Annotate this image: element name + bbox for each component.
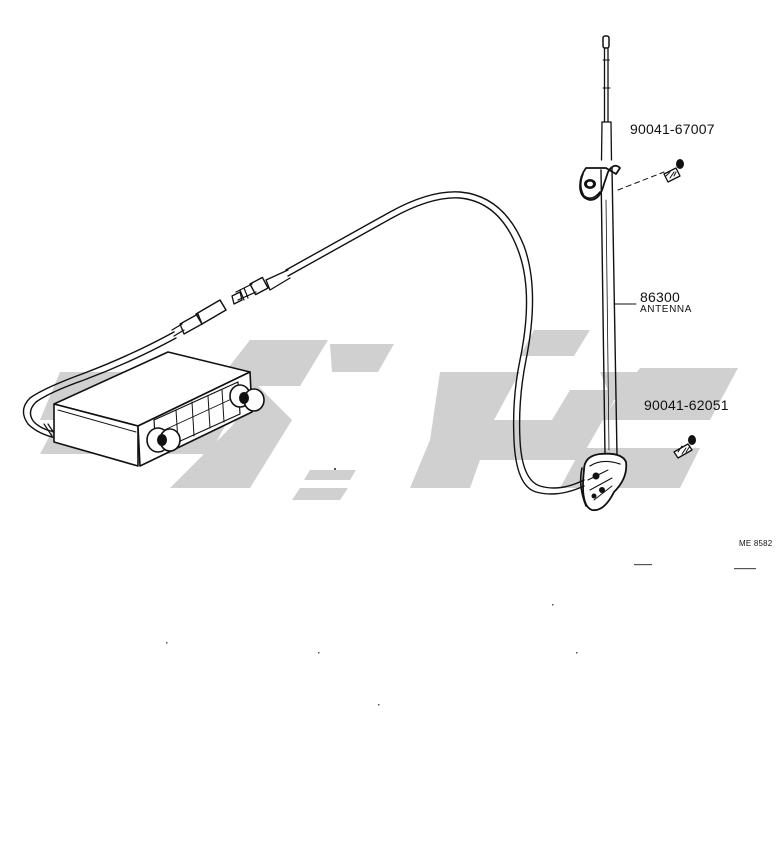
screw-icon	[617, 159, 684, 191]
part-number-screw-upper: 90041-67007	[630, 121, 715, 137]
screw-icon	[673, 435, 696, 459]
scan-specks	[166, 468, 756, 706]
figure-reference-code: ME 8582	[739, 539, 773, 548]
part-number-antenna: 86300	[640, 289, 680, 305]
part-number-screw-lower: 90041-62051	[644, 397, 729, 413]
telescopic-antenna-icon	[579, 35, 628, 512]
coax-cable-icon	[231, 191, 585, 495]
radio-unit-icon	[53, 351, 265, 467]
part-description-antenna: ANTENNA	[640, 304, 692, 315]
